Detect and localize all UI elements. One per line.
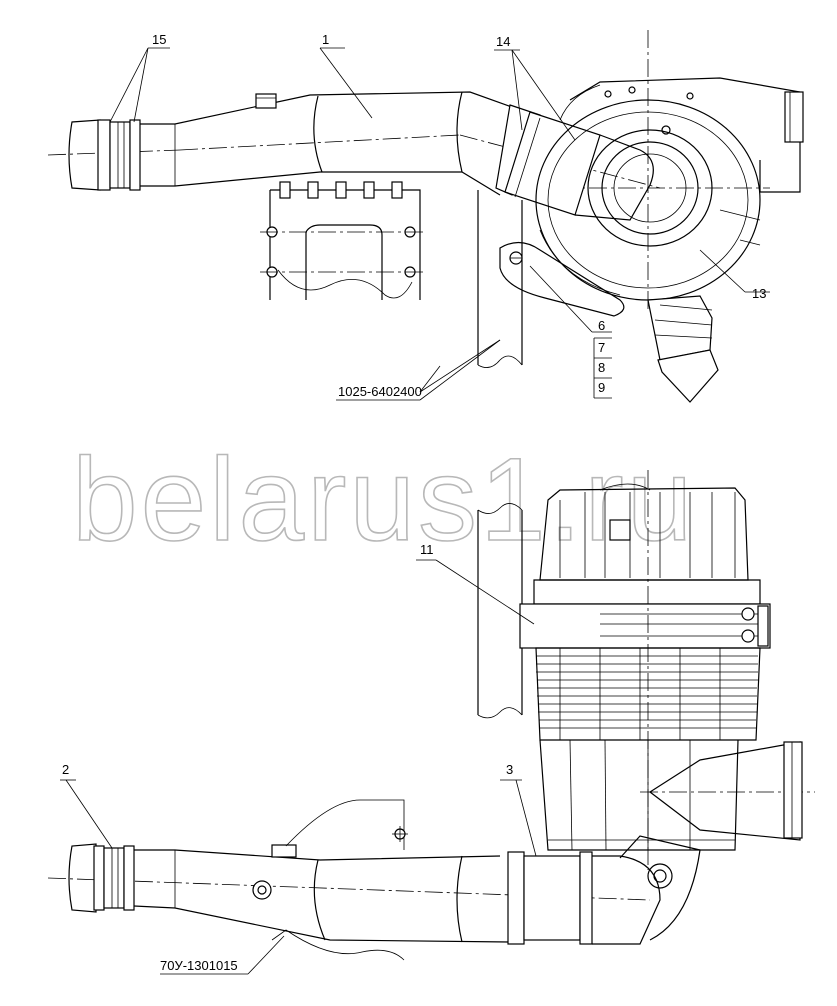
callout-7: 7	[598, 340, 605, 355]
inlet-pipe-top	[68, 91, 521, 196]
inlet-pipe-side	[47, 835, 701, 945]
part-stack	[593, 337, 612, 399]
callout-1: 1	[322, 32, 329, 47]
bolt-row-top	[279, 181, 403, 199]
top-view: 15 1 14 13 6 7 8 9 1025-6402400	[47, 30, 804, 403]
callout-14: 14	[496, 34, 510, 49]
air-cleaner-top	[535, 77, 804, 403]
air-cleaner-side	[519, 470, 815, 889]
callout-2: 2	[62, 762, 69, 777]
post-top	[477, 190, 625, 368]
bracket-side	[271, 799, 408, 961]
callout-3: 3	[506, 762, 513, 777]
callout-15: 15	[152, 32, 166, 47]
bracket-top	[260, 181, 425, 300]
callout-8: 8	[598, 360, 605, 375]
bracket-part-number-bottom: 70У-1301015	[160, 958, 238, 973]
bracket-part-number-top: 1025-6402400	[338, 384, 422, 399]
callout-9: 9	[598, 380, 605, 395]
callout-6: 6	[598, 318, 605, 333]
coupling-top	[495, 104, 654, 221]
callout-13: 13	[752, 286, 766, 301]
watermark: belarus1.ru	[72, 434, 695, 566]
body-ribs	[536, 655, 758, 729]
callout-11: 11	[420, 542, 434, 557]
side-view: 11 2 3 70У-1301015	[47, 470, 815, 975]
